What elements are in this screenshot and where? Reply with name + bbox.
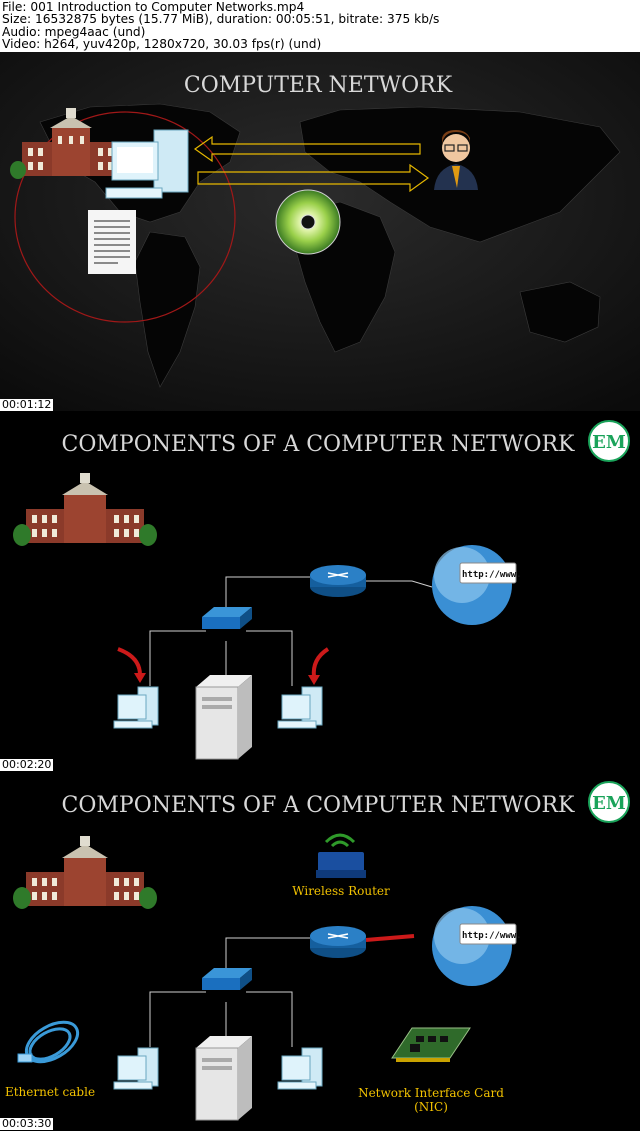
- switch-icon: [202, 968, 252, 990]
- building-icon: [10, 108, 134, 179]
- em-logo-icon: EM: [588, 781, 630, 823]
- thumbnail-frame-2[interactable]: COMPONENTS OF A COMPUTER NETWORK EM: [0, 411, 640, 772]
- network-card-icon: [391, 1027, 471, 1062]
- computer-icon: [113, 1047, 159, 1090]
- frame1-title: COMPUTER NETWORK: [184, 73, 453, 98]
- frame2-timestamp: 00:02:20: [0, 758, 54, 771]
- red-arrow-icon: [311, 647, 330, 678]
- audio-line: Audio: mpeg4aac (und): [2, 24, 146, 39]
- network-components-scene: COMPONENTS OF A COMPUTER NETWORK EM: [5, 781, 630, 1121]
- cd-disc-icon: [275, 189, 341, 255]
- wireless-router-label: Wireless Router: [292, 884, 390, 898]
- router-icon: [310, 565, 366, 597]
- globe-icon: http://www.: [432, 545, 522, 625]
- computer-icon: [113, 686, 159, 729]
- globe-url-text: http://www.: [462, 570, 522, 580]
- server-icon: [195, 1036, 252, 1121]
- computer-icon: [105, 129, 189, 199]
- video-line: Video: h264, yuv420p, 1280x720, 30.03 fp…: [2, 37, 322, 52]
- switch-icon: [202, 607, 252, 629]
- frame3-timestamp: 00:03:30: [0, 1117, 54, 1130]
- globe-icon: http://www.: [432, 906, 522, 986]
- frame1-timestamp: 00:01:12: [0, 398, 54, 411]
- computer-icon: [277, 686, 323, 729]
- building-icon: [13, 473, 157, 546]
- em-logo-icon: EM: [588, 420, 630, 462]
- arrow-right-icon: [197, 163, 430, 193]
- globe-url-text: http://www.: [462, 931, 522, 941]
- file-line: File: 001 Introduction to Computer Netwo…: [2, 0, 305, 14]
- person-icon: [434, 130, 478, 190]
- nic-label-line2: (NIC): [414, 1100, 448, 1114]
- thumbnail-frame-1[interactable]: COMPUTER NETWORK: [0, 52, 640, 411]
- ethernet-cable-icon: [17, 1020, 80, 1064]
- highlight-circle: [14, 111, 236, 323]
- world-map-scene: COMPUTER NETWORK: [0, 52, 640, 411]
- network-diagram-scene: COMPONENTS OF A COMPUTER NETWORK EM: [13, 420, 630, 760]
- server-icon: [195, 675, 252, 760]
- document-icon: [88, 210, 136, 274]
- network-cables: [149, 576, 433, 686]
- highlighted-link: [365, 934, 415, 942]
- nic-label-line1: Network Interface Card: [358, 1086, 504, 1100]
- em-logo-text: EM: [592, 432, 626, 453]
- ethernet-cable-label: Ethernet cable: [5, 1085, 95, 1099]
- router-icon: [310, 926, 366, 958]
- frame3-title: COMPONENTS OF A COMPUTER NETWORK: [62, 793, 576, 818]
- building-icon: [13, 836, 157, 909]
- em-logo-text: EM: [592, 793, 626, 814]
- size-line: Size: 16532875 bytes (15.77 MiB), durati…: [2, 12, 440, 27]
- arrow-left-icon: [193, 135, 421, 163]
- network-cables: [149, 937, 310, 1047]
- red-arrow-icon: [117, 647, 142, 676]
- computer-icon: [277, 1047, 323, 1090]
- thumbnail-frame-3[interactable]: COMPONENTS OF A COMPUTER NETWORK EM: [0, 772, 640, 1131]
- video-info-header: File: 001 Introduction to Computer Netwo…: [0, 0, 640, 52]
- wireless-router-icon: [316, 833, 366, 878]
- frame2-title: COMPONENTS OF A COMPUTER NETWORK: [62, 432, 576, 457]
